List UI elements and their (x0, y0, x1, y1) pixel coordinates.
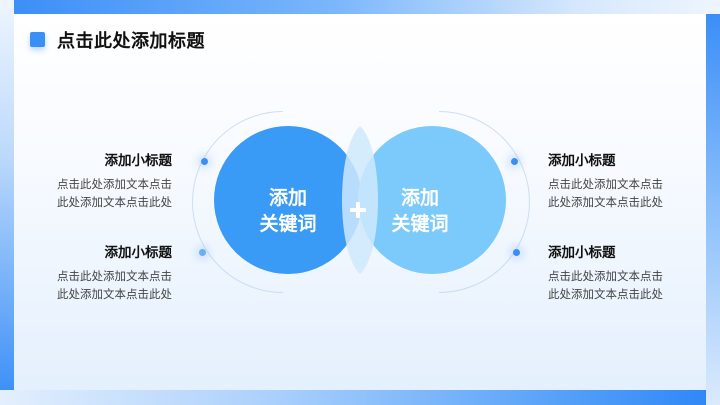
item-desc-line: 点击此处添加文本点击 (548, 177, 663, 191)
item-title: 添加小标题 (104, 153, 173, 169)
item-title: 添加小标题 (104, 245, 173, 261)
right-decor-strip (706, 14, 720, 405)
left-decor-strip (0, 0, 14, 390)
venn-right-line1: 添加 (400, 187, 439, 209)
bottom-decor-strip (0, 390, 706, 405)
item-desc-line: 此处添加文本点击此处 (548, 195, 663, 209)
venn-left-line2: 关键词 (259, 213, 317, 235)
item-title: 添加小标题 (548, 245, 616, 261)
item-desc: 点击此处添加文本点击 此处添加文本点击此处 (548, 267, 688, 303)
venn-intersection (342, 126, 378, 274)
item-desc-line: 点击此处添加文本点击 (57, 269, 172, 283)
slide-title[interactable]: 点击此处添加标题 (57, 31, 205, 52)
item-desc-line: 点击此处添加文本点击 (57, 177, 172, 191)
item-desc-line: 此处添加文本点击此处 (548, 287, 663, 301)
plus-icon (350, 202, 366, 218)
dot-marker-top-right (511, 158, 518, 165)
venn-left-label[interactable]: 添加 关键词 (233, 185, 343, 237)
item-desc-line: 此处添加文本点击此处 (57, 195, 172, 209)
info-item-bottom-left[interactable]: 添加小标题 点击此处添加文本点击 此处添加文本点击此处 (32, 244, 172, 303)
item-desc: 点击此处添加文本点击 此处添加文本点击此处 (32, 267, 172, 303)
venn-circle-right (358, 126, 506, 274)
dot-marker-bottom-left (199, 249, 206, 256)
item-desc: 点击此处添加文本点击 此处添加文本点击此处 (32, 175, 172, 211)
venn-circle-left (214, 126, 362, 274)
dot-marker-top-left (201, 158, 208, 165)
item-desc-line: 点击此处添加文本点击 (548, 269, 663, 283)
top-decor-strip (14, 0, 720, 14)
venn-left-line1: 添加 (268, 187, 307, 209)
venn-right-label[interactable]: 添加 关键词 (365, 185, 475, 237)
item-desc-line: 此处添加文本点击此处 (57, 287, 172, 301)
info-item-top-right[interactable]: 添加小标题 点击此处添加文本点击 此处添加文本点击此处 (548, 152, 688, 211)
title-square-icon (30, 32, 45, 47)
item-desc: 点击此处添加文本点击 此处添加文本点击此处 (548, 175, 688, 211)
info-item-bottom-right[interactable]: 添加小标题 点击此处添加文本点击 此处添加文本点击此处 (548, 244, 688, 303)
venn-right-line2: 关键词 (391, 213, 449, 235)
dot-marker-bottom-right (513, 249, 520, 256)
item-title: 添加小标题 (548, 153, 616, 169)
info-item-top-left[interactable]: 添加小标题 点击此处添加文本点击 此处添加文本点击此处 (32, 152, 172, 211)
